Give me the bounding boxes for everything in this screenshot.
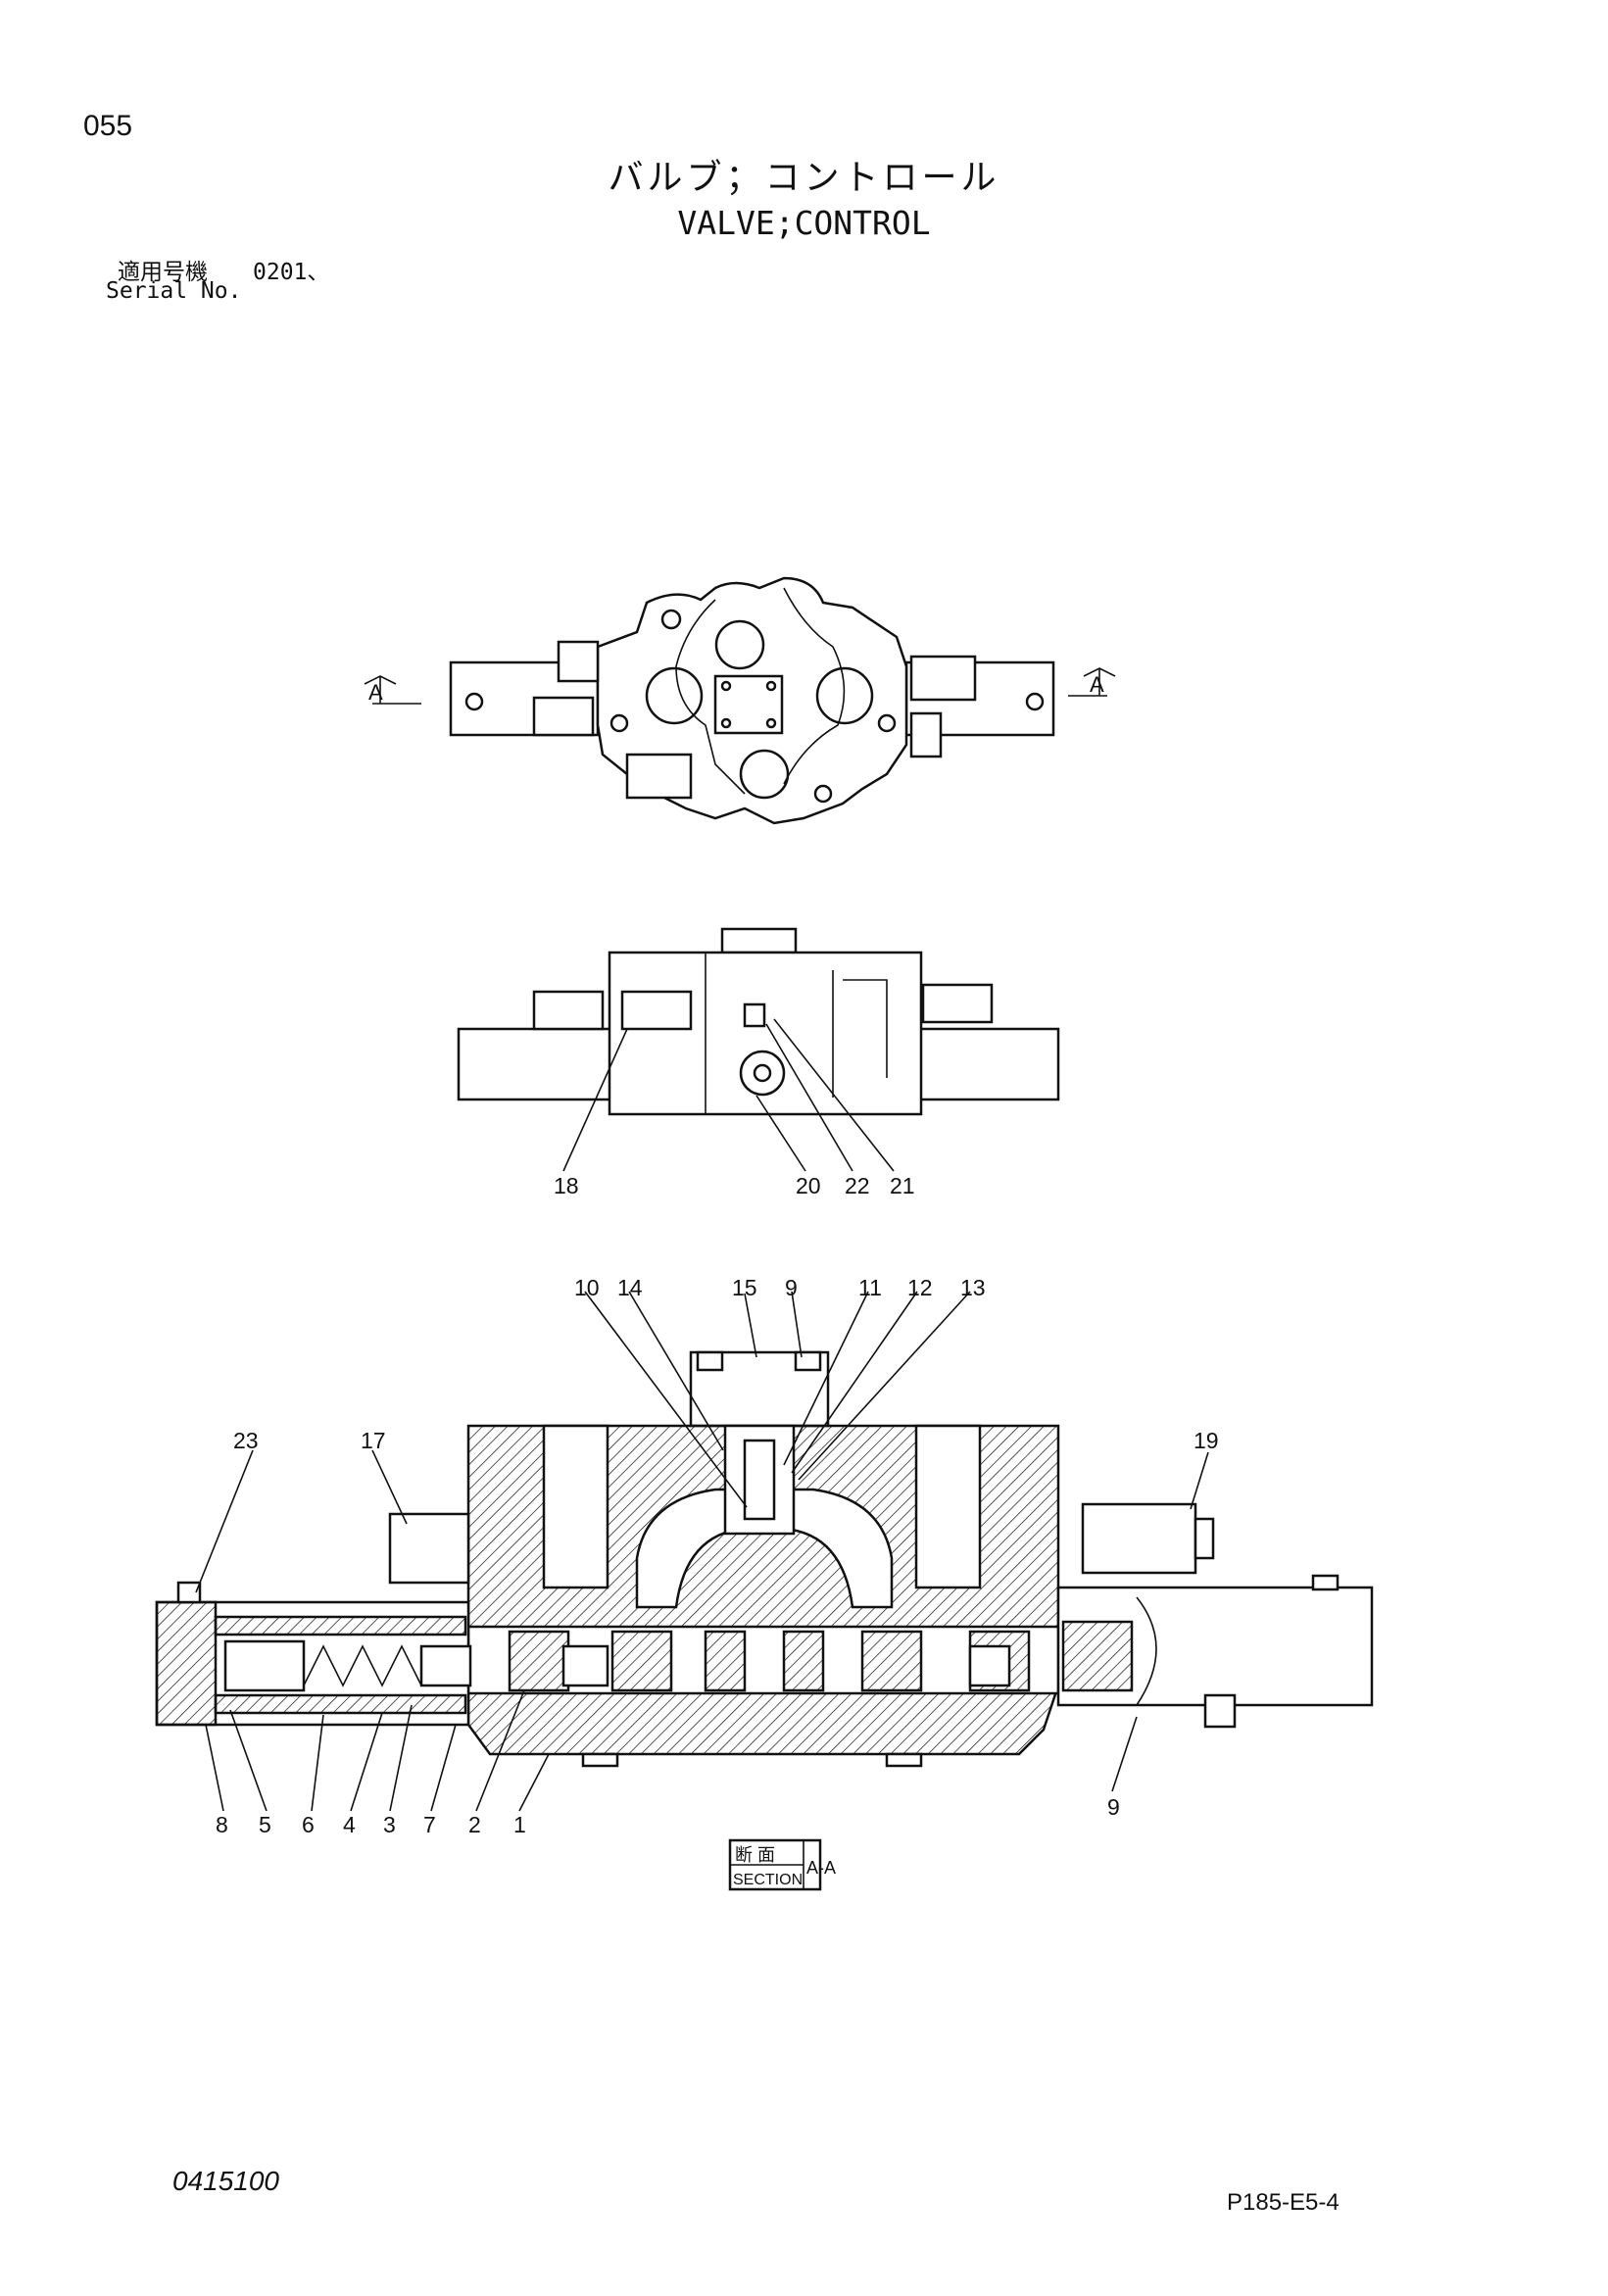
section-label-id: A-A <box>806 1858 836 1878</box>
callout-9-top: 9 <box>785 1275 798 1300</box>
callout-7: 7 <box>423 1812 436 1837</box>
callout-10: 10 <box>574 1275 600 1300</box>
callout-5: 5 <box>259 1812 271 1837</box>
side-plate <box>743 1002 766 1028</box>
section-label-en: SECTION <box>733 1872 803 1888</box>
section-marker-right: A <box>1090 672 1104 697</box>
side-view: 18 20 22 21 <box>457 927 1060 1198</box>
right-cap <box>1056 1586 1374 1707</box>
serial-label-japanese: 適用号機 <box>118 260 208 285</box>
side-body <box>608 951 923 1116</box>
section-label-jp: 断 面 <box>735 1845 775 1865</box>
callout-14: 14 <box>617 1275 643 1300</box>
callout-18: 18 <box>554 1173 579 1198</box>
callout-19: 19 <box>1194 1428 1219 1453</box>
spool-land-1 <box>508 1630 570 1692</box>
callout-12: 12 <box>907 1275 933 1300</box>
spool-land-3 <box>704 1630 747 1692</box>
side-plug <box>739 1050 786 1097</box>
document-code: 0415100 <box>172 2166 280 2196</box>
callout-21: 21 <box>890 1173 915 1198</box>
callout-23: 23 <box>233 1428 259 1453</box>
callout-3: 3 <box>383 1812 396 1837</box>
spool-land-4 <box>782 1630 825 1692</box>
callout-4: 4 <box>343 1812 356 1837</box>
callout-13: 13 <box>960 1275 986 1300</box>
fitting-19 <box>1081 1502 1197 1575</box>
fitting-17 <box>388 1512 470 1585</box>
serial-label-english: Serial No. <box>106 278 242 304</box>
serial-value: 0201、 <box>253 260 330 285</box>
top-view: A A <box>364 576 1116 825</box>
callout-8: 8 <box>216 1812 228 1837</box>
callout-6: 6 <box>302 1812 315 1837</box>
callout-17: 17 <box>361 1428 386 1453</box>
spool-land-2 <box>610 1630 673 1692</box>
side-left-arm <box>457 1027 619 1101</box>
side-right-arm <box>914 1027 1060 1101</box>
section-view: 10 14 15 9 11 12 13 23 17 19 8 5 6 4 3 7… <box>155 1275 1374 1891</box>
callout-20: 20 <box>796 1173 821 1198</box>
page-number: 055 <box>83 110 133 142</box>
callout-9-bottom: 9 <box>1107 1794 1120 1820</box>
callout-2: 2 <box>468 1812 481 1837</box>
page-code: P185-E5-4 <box>1227 2189 1340 2216</box>
title-english: VALVE;CONTROL <box>677 204 931 242</box>
spool-land-5 <box>860 1630 923 1692</box>
callout-22: 22 <box>845 1173 870 1198</box>
check-poppet <box>743 1439 776 1521</box>
callout-1: 1 <box>513 1812 526 1837</box>
callout-11: 11 <box>858 1275 882 1300</box>
callout-15: 15 <box>732 1275 757 1300</box>
title-japanese: バルブ；コントロール <box>608 158 1000 198</box>
